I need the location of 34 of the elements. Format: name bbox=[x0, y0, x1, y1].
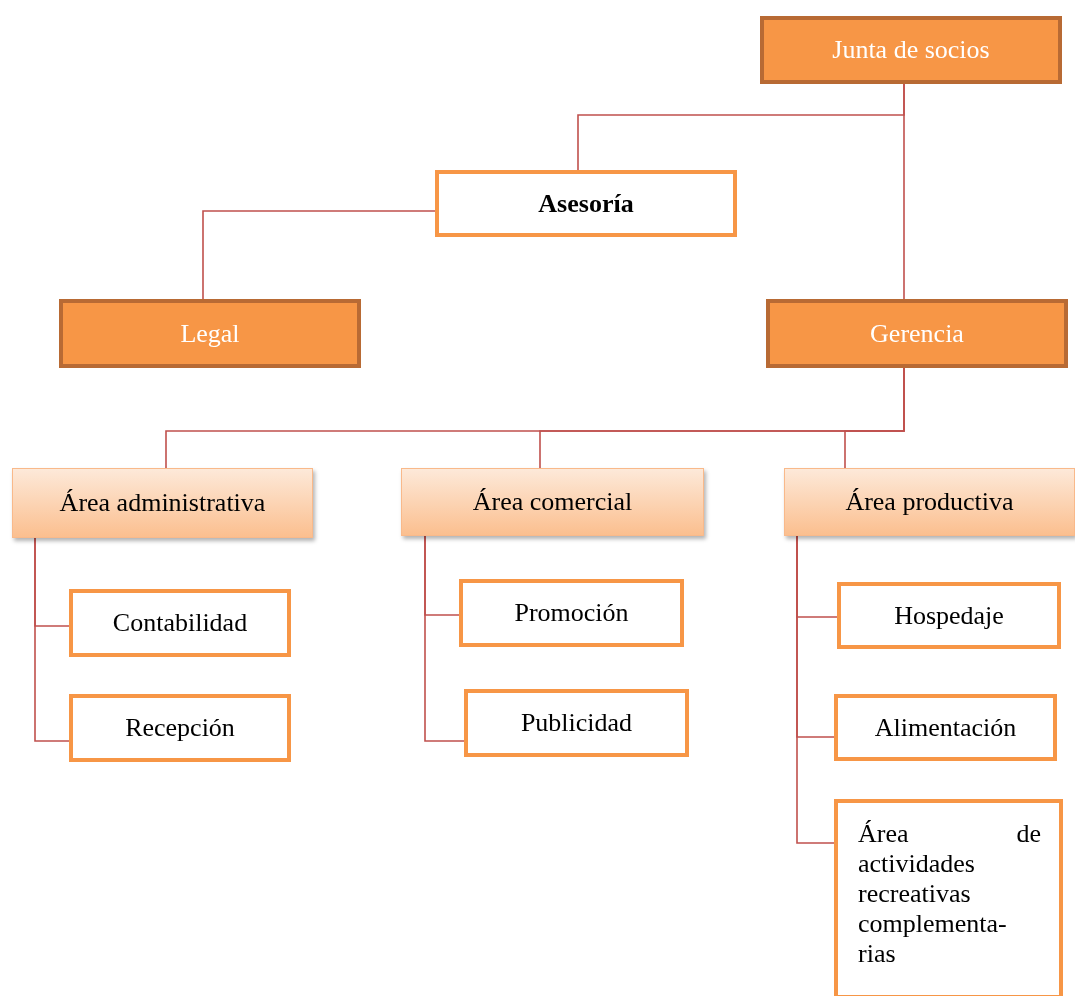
org-box bbox=[784, 468, 1075, 536]
org-box bbox=[834, 799, 1063, 996]
org-box bbox=[834, 694, 1057, 761]
connector-line bbox=[844, 367, 905, 469]
org-box bbox=[401, 468, 704, 536]
box-label: Área productiva bbox=[845, 487, 1014, 517]
connector-line bbox=[34, 537, 70, 742]
org-box bbox=[459, 579, 684, 647]
box-label: Publicidad bbox=[520, 708, 633, 738]
box-label: Contabilidad bbox=[112, 608, 248, 638]
org-box bbox=[766, 299, 1068, 368]
box-label: Asesoría bbox=[538, 188, 634, 219]
box-label: Área administrativa bbox=[59, 488, 266, 518]
box-label: Alimentación bbox=[874, 712, 1017, 743]
connector-line bbox=[424, 535, 465, 742]
org-box bbox=[837, 582, 1061, 649]
org-box bbox=[69, 589, 291, 657]
box-label: Junta de socios bbox=[832, 35, 990, 65]
org-box bbox=[12, 468, 313, 538]
org-box bbox=[435, 170, 737, 237]
box-label: Área de actividades recreativas complementa-rias bbox=[858, 819, 1041, 969]
connector-line bbox=[903, 83, 905, 300]
org-box bbox=[59, 299, 361, 368]
org-box bbox=[760, 16, 1062, 84]
box-label: Legal bbox=[180, 318, 240, 349]
box-label: Promoción bbox=[514, 598, 629, 628]
org-box bbox=[464, 689, 689, 757]
connector-line bbox=[796, 535, 835, 844]
org-box bbox=[69, 694, 291, 762]
box-label: Recepción bbox=[125, 713, 235, 743]
connector-line bbox=[202, 210, 436, 300]
box-label: Hospedaje bbox=[894, 600, 1004, 631]
box-label: Gerencia bbox=[870, 318, 964, 349]
box-label: Área comercial bbox=[472, 487, 633, 517]
